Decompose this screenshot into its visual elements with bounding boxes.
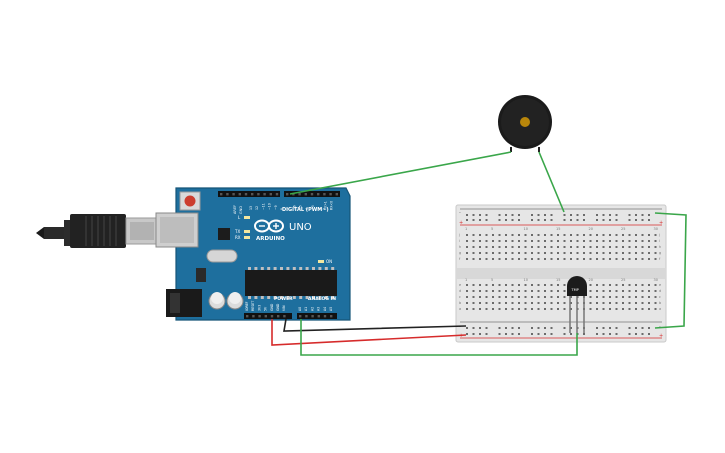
breadboard-row-letter: b — [659, 301, 662, 305]
power-pin-label: GND — [276, 303, 280, 311]
breadboard-column-number: 30 — [654, 278, 658, 282]
power-header[interactable] — [244, 313, 292, 319]
breadboard[interactable]: - + - + - + - + 115510101515202025253030… — [455, 204, 667, 343]
power-pin-label: VIN — [282, 305, 286, 311]
usb-cable-icon[interactable] — [36, 214, 159, 248]
analog-pin-label: A1 — [304, 307, 308, 311]
breadboard-column-number: 1 — [465, 278, 467, 282]
svg-text:+: + — [659, 220, 663, 226]
logo-text: ARDUINO — [256, 236, 285, 242]
analog-pin-label: A3 — [317, 307, 321, 311]
model-text: UNO — [289, 222, 312, 233]
breadboard-row-letter: d — [659, 289, 661, 293]
wire-rail-jumper[interactable] — [654, 212, 687, 329]
breadboard-row-letter: c — [659, 295, 661, 299]
buzzer-icon[interactable] — [498, 95, 552, 152]
on-label: ON — [326, 259, 332, 264]
digital-pin-label: ~11 — [261, 203, 265, 210]
breadboard-row-letter: g — [659, 251, 661, 255]
breadboard-row-letter: a — [659, 307, 661, 311]
breadboard-row-letter: j — [658, 233, 660, 237]
breadboard-row-letter: c — [459, 295, 461, 299]
rx-label: RX — [235, 235, 241, 240]
power-pin-label: 3V3 — [257, 305, 261, 311]
digital-pin-label: 2 — [317, 208, 321, 210]
breadboard-row-letter: h — [659, 245, 661, 249]
breadboard-column-number: 10 — [524, 227, 528, 231]
gnd-label: GND — [239, 206, 243, 214]
aref-label: AREF — [233, 205, 237, 214]
temperature-sensor-icon[interactable]: TMP — [567, 276, 587, 333]
analog-pin-label: A4 — [323, 307, 327, 311]
tx-label: TX — [234, 229, 240, 234]
breadboard-row-letter: b — [459, 301, 462, 305]
breadboard-row-letter: j — [458, 233, 460, 237]
analog-pin-label: A2 — [310, 307, 314, 311]
analog-header[interactable] — [297, 313, 337, 319]
breadboard-column-number: 5 — [491, 278, 493, 282]
svg-text:-: - — [459, 210, 461, 216]
wire-ground[interactable] — [283, 318, 467, 332]
breadboard-column-number: 25 — [621, 278, 625, 282]
digital-pin-label: ~6 — [292, 205, 296, 210]
wire-sensor-output[interactable] — [300, 319, 578, 356]
breadboard-row-letter: f — [659, 257, 661, 261]
breadboard-row-letter: i — [459, 239, 460, 243]
breadboard-row-letter: i — [659, 239, 660, 243]
breadboard-column-number: 20 — [589, 227, 593, 231]
digital-pin-label: 12 — [255, 206, 259, 210]
breadboard-row-letter: a — [459, 307, 461, 311]
breadboard-row-letter: e — [659, 283, 661, 287]
wire-5v[interactable] — [271, 319, 467, 346]
digital-header[interactable] — [218, 191, 340, 197]
breadboard-row-letter: d — [459, 289, 461, 293]
analog-pin-label: A0 — [298, 307, 302, 311]
l-label: L — [238, 215, 241, 220]
digital-pin-label: 4 — [305, 208, 309, 210]
breadboard-column-number: 10 — [524, 278, 528, 282]
breadboard-column-number: 15 — [556, 227, 560, 231]
breadboard-column-number: 25 — [621, 227, 625, 231]
digital-pin-label: ~5 — [299, 205, 303, 210]
breadboard-column-number: 20 — [589, 278, 593, 282]
digital-pin-label: ~3 — [311, 205, 315, 210]
wire-buzzer-to-pin[interactable] — [289, 151, 512, 195]
microcontroller-chip — [245, 270, 337, 296]
digital-header-label: DIGITAL (PWM~) — [282, 207, 329, 213]
digital-pin-label: ~10 — [268, 203, 272, 210]
power-pin-label: 5V — [264, 306, 268, 311]
analog-pin-label: A5 — [329, 307, 333, 311]
wire-buzzer-to-breadboard[interactable] — [538, 151, 565, 213]
breadboard-row-letter: g — [459, 251, 461, 255]
sensor-label: TMP — [571, 288, 579, 292]
arduino-logo — [254, 219, 284, 233]
breadboard-row-letter: f — [459, 257, 461, 261]
power-pin-label: GND — [270, 303, 274, 311]
breadboard-column-number: 5 — [491, 227, 493, 231]
power-pin-label: RESET — [251, 301, 255, 311]
breadboard-column-number: 1 — [465, 227, 467, 231]
digital-pin-label: 8 — [280, 208, 284, 210]
svg-text:+: + — [659, 333, 663, 339]
power-header-label: POWER — [274, 296, 293, 302]
analog-header-label: ANALOG IN — [308, 296, 336, 302]
breadboard-column-number: 15 — [556, 278, 560, 282]
breadboard-row-letter: e — [459, 283, 461, 287]
digital-pin-label: RX<0 — [330, 201, 334, 210]
digital-pin-label: 13 — [249, 206, 253, 210]
svg-text:-: - — [459, 324, 461, 330]
digital-pin-label: TX>1 — [323, 201, 327, 211]
svg-text:+: + — [459, 220, 463, 226]
breadboard-row-letter: h — [459, 245, 461, 249]
power-pin-label: IOREF — [245, 301, 249, 311]
breadboard-column-number: 30 — [654, 227, 658, 231]
reset-button[interactable] — [179, 191, 201, 211]
digital-pin-label: 7 — [286, 208, 290, 210]
digital-pin-label: ~9 — [274, 205, 278, 210]
